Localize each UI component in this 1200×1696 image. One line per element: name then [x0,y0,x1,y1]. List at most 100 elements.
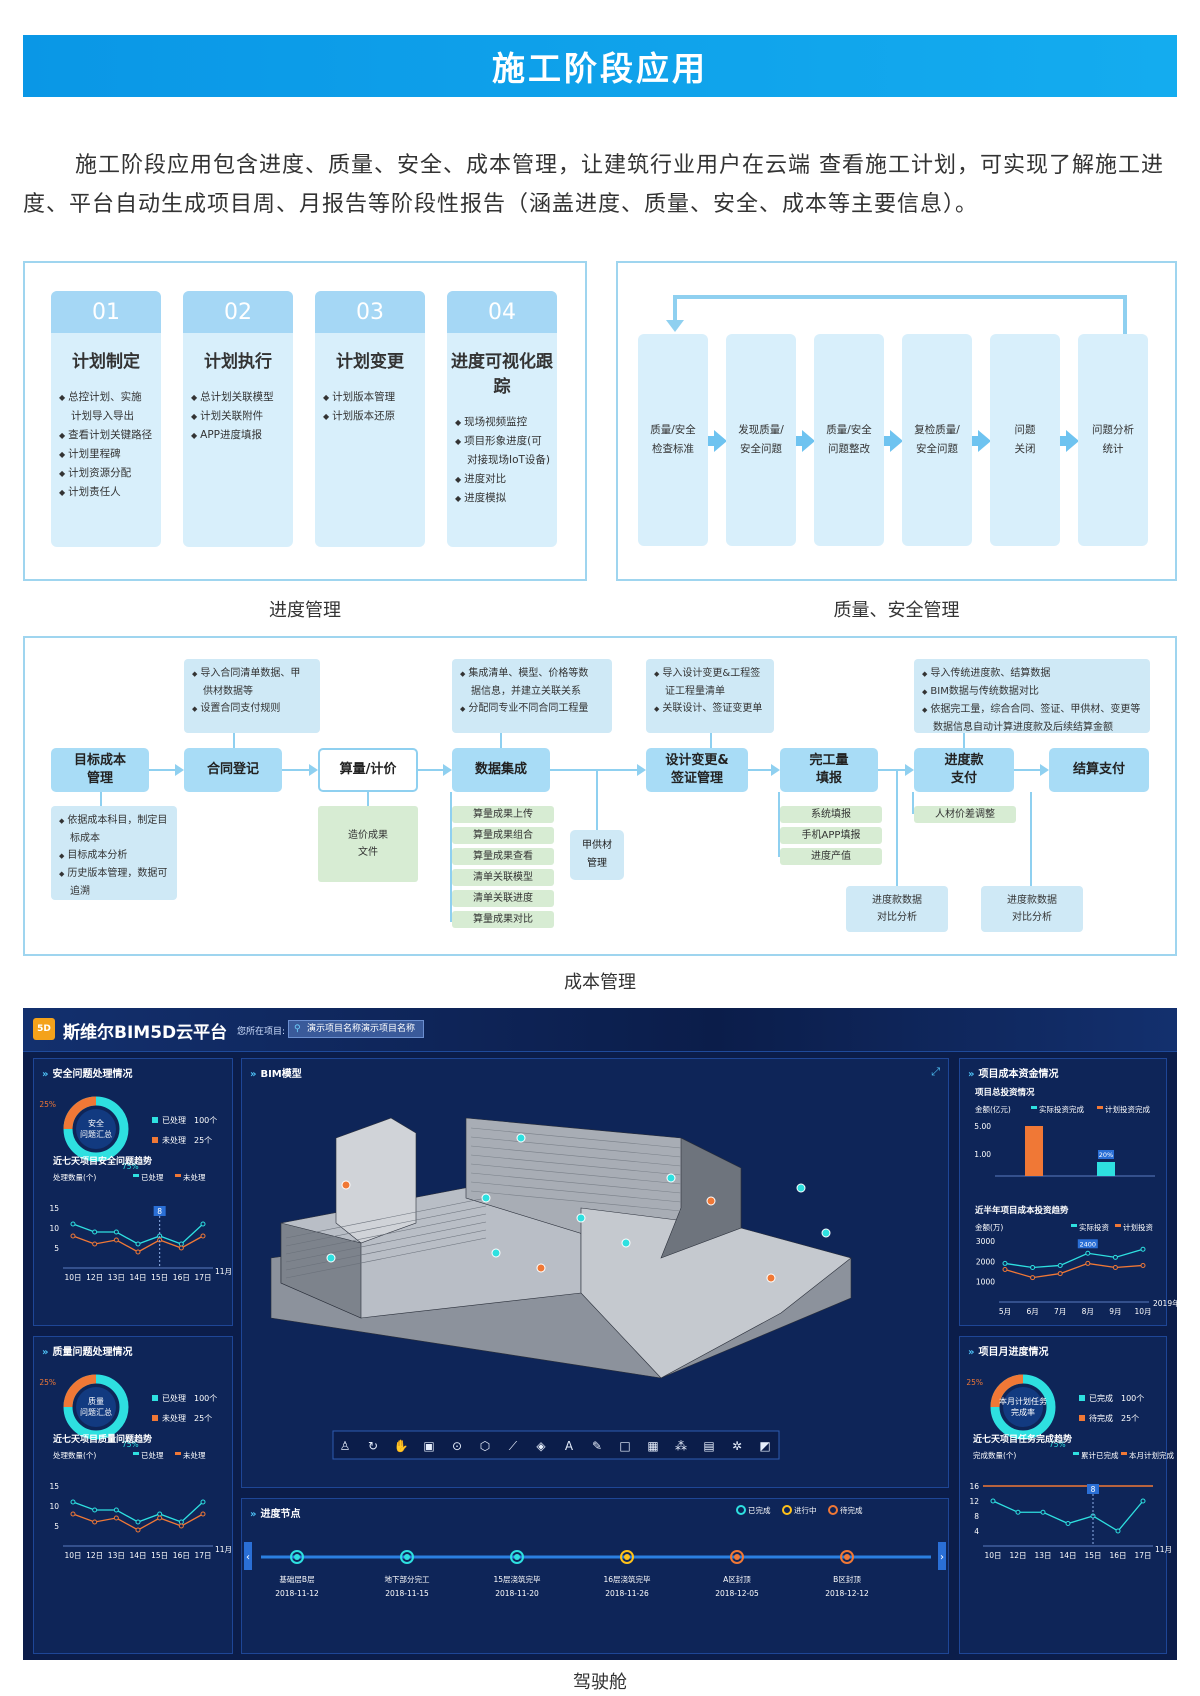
bim-issue-pin-icon[interactable] [796,1183,806,1193]
nodes-prev-button[interactable] [244,1542,252,1570]
cost-connector [418,769,444,771]
card-item: 对接现场IoT设备) [467,454,551,466]
node-marker[interactable] [400,1550,414,1564]
node-marker[interactable] [290,1550,304,1564]
bim-issue-pin-icon[interactable] [576,1213,586,1223]
series-line-已处理 [72,1501,204,1523]
fullscreen-icon[interactable]: ⤢ [931,1065,940,1078]
legend-swatch [1079,1415,1085,1421]
compare-box: 进度款数据对比分析 [981,886,1083,932]
progress-card-1: 01计划制定总控计划、实施计划导入导出查看计划关键路径计划里程碑计划资源分配计划… [51,291,161,547]
node-marker[interactable] [510,1550,524,1564]
step-line: 问题 [1014,424,1036,436]
properties-icon[interactable]: ▤ [703,1439,714,1453]
legend-label: 本月计划完成 [1129,1450,1174,1460]
bim-issue-pin-icon[interactable] [766,1273,776,1283]
y-tick-label: 5 [54,1522,59,1531]
note-item: 分配同专业不同合同工程量 [460,700,604,718]
series-point [1030,1264,1036,1270]
cost-step-line: 完工量 [809,753,849,768]
cost-link [100,792,102,806]
cost-caption: 成本管理 [564,972,636,993]
node-marker[interactable] [840,1550,854,1564]
cube-icon[interactable]: ⬡ [480,1439,490,1453]
nodes-panel-title: 进度节点 [250,1505,300,1520]
cost-step-7: 进度款支付 [914,748,1014,792]
x-unit: 11月 [215,1545,232,1554]
series-line-计划投资 [1004,1262,1144,1279]
section-banner: 施工阶段应用 [23,35,1177,97]
legend-swatch [152,1117,158,1123]
person-icon[interactable]: ♙ [340,1439,351,1453]
settings-icon[interactable]: ✲ [732,1439,742,1453]
card-item: 进度对比 [447,470,557,489]
cost-step-label: 设计变更&签证管理 [665,752,728,788]
markup-icon[interactable]: ✎ [592,1439,602,1453]
bim-issue-pin-icon[interactable] [516,1133,526,1143]
card-item: 查看计划关键路径 [51,426,161,445]
app-logo: 5D [33,1018,55,1040]
legend-swatch [175,1174,181,1177]
series-point [1015,1509,1021,1515]
cost-step-line: 支付 [950,771,977,786]
step-arrow-shaft [1060,436,1068,446]
bim-issue-pin-icon[interactable] [621,1238,631,1248]
bim-issue-pin-icon[interactable] [341,1180,351,1190]
series-line-实际投资 [1004,1248,1144,1269]
window-icon[interactable]: ◩ [759,1439,770,1453]
node-marker[interactable] [730,1550,744,1564]
measure-icon[interactable]: ⟋ [509,1439,518,1453]
donut-center-text: 问题汇总 [80,1129,112,1139]
text-icon[interactable]: A [565,1439,574,1453]
cost-arrow-icon [637,764,646,776]
node-marker-core [514,1554,520,1560]
bim-floor-line [470,1136,682,1158]
y-tick-label: 8 [974,1512,979,1521]
cost-connector [1014,769,1041,771]
node-date: 2018-12-12 [825,1589,869,1598]
bim-issue-pin-icon[interactable] [326,1253,336,1263]
step-line: 安全问题 [739,443,782,455]
legend-value: 25个 [194,1136,212,1145]
bim-issue-pin-icon[interactable] [821,1228,831,1238]
bim-floor-line [470,1172,682,1194]
progress-nodes-panel: 进度节点 [241,1498,949,1654]
series-point [1140,1262,1146,1268]
bim-floor-line [470,1127,682,1149]
node-name: B区封顶 [833,1574,861,1584]
series-point [1030,1275,1036,1281]
cost-step-label: 目标成本管理 [74,752,126,788]
bim-issue-pin-icon[interactable] [666,1173,676,1183]
bim-issue-pin-icon[interactable] [706,1196,716,1206]
x-tick-label: 14日 [1059,1551,1076,1560]
project-selector[interactable]: ⚲ 演示项目名称演示项目名称 [288,1020,425,1038]
section-icon[interactable]: ◈ [536,1439,546,1453]
grid-icon[interactable]: ▦ [647,1439,658,1453]
feedback-arrow [666,320,684,332]
monthly-panel-title: 项目月进度情况 [968,1343,1048,1358]
tree-icon[interactable]: ⁂ [675,1439,687,1453]
series-point [135,1249,141,1255]
card-title: 计划制定 [72,352,140,372]
box-icon[interactable]: □ [619,1439,630,1453]
legend-label: 未处理 [183,1450,206,1460]
cost-step-line: 签证管理 [670,771,723,786]
note-item: 设置合同支付规则 [192,700,312,718]
node-marker[interactable] [620,1550,634,1564]
bim-issue-pin-icon[interactable] [481,1193,491,1203]
card-item: 计划里程碑 [51,445,161,464]
pan-icon[interactable]: ✋ [394,1439,409,1453]
camera-icon[interactable]: ▣ [423,1439,434,1453]
nodes-next-button[interactable] [938,1542,946,1570]
card-number: 04 [447,291,557,333]
cost-link [963,733,965,748]
target-icon[interactable]: ⊙ [452,1439,462,1453]
bim-issue-pin-icon[interactable] [536,1263,546,1273]
fund-panel: 项目成本资金情况 [959,1058,1167,1326]
donut-center-text: 质量 [88,1396,104,1406]
bim-issue-pin-icon[interactable] [491,1248,501,1258]
x-tick-label: 8月 [1082,1307,1094,1316]
orbit-icon[interactable]: ↻ [368,1439,378,1453]
y-tick-label: 2000 [976,1257,995,1266]
cost-step-line: 进度款 [944,753,984,768]
